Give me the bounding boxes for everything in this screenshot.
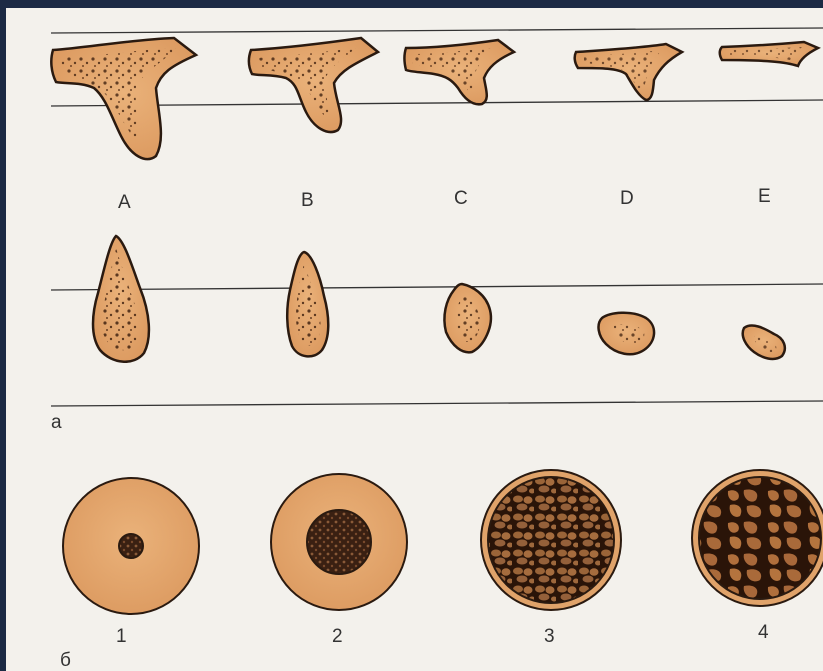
stage-label-2: 2 <box>332 626 343 647</box>
section-b <box>249 38 378 132</box>
spindle-e <box>743 326 785 359</box>
stage-label-e: E <box>758 186 771 207</box>
panel-label-b: б <box>60 650 71 671</box>
spindle-a <box>93 236 149 362</box>
circle-4 <box>692 470 823 606</box>
circle-1 <box>63 478 199 614</box>
bone-diagram: A B C D E а <box>6 8 823 671</box>
section-a <box>51 38 196 159</box>
section-e <box>720 42 818 66</box>
row-b-labels: 1 2 3 4 <box>116 622 769 647</box>
stage-label-4: 4 <box>758 622 769 643</box>
row-a-labels: A B C D E <box>118 186 771 213</box>
circle-3 <box>481 470 621 610</box>
figure-page: A B C D E а <box>6 8 823 671</box>
stage-label-1: 1 <box>116 626 127 647</box>
guide-lines <box>51 28 823 406</box>
stage-label-3: 3 <box>544 626 555 647</box>
circle-2 <box>271 474 407 610</box>
row-a-sections <box>51 38 818 159</box>
row-a-cross-sections <box>93 236 785 362</box>
spindle-c <box>444 284 490 352</box>
section-d <box>575 44 682 100</box>
panel-label-a: а <box>51 412 62 433</box>
row-b-circles <box>63 470 823 614</box>
stage-label-d: D <box>620 188 634 209</box>
section-c <box>405 40 515 104</box>
stage-label-a: A <box>118 192 131 213</box>
stage-label-c: C <box>454 188 468 209</box>
spindle-d <box>599 313 655 355</box>
spindle-b <box>287 252 328 356</box>
stage-label-b: B <box>301 190 314 211</box>
